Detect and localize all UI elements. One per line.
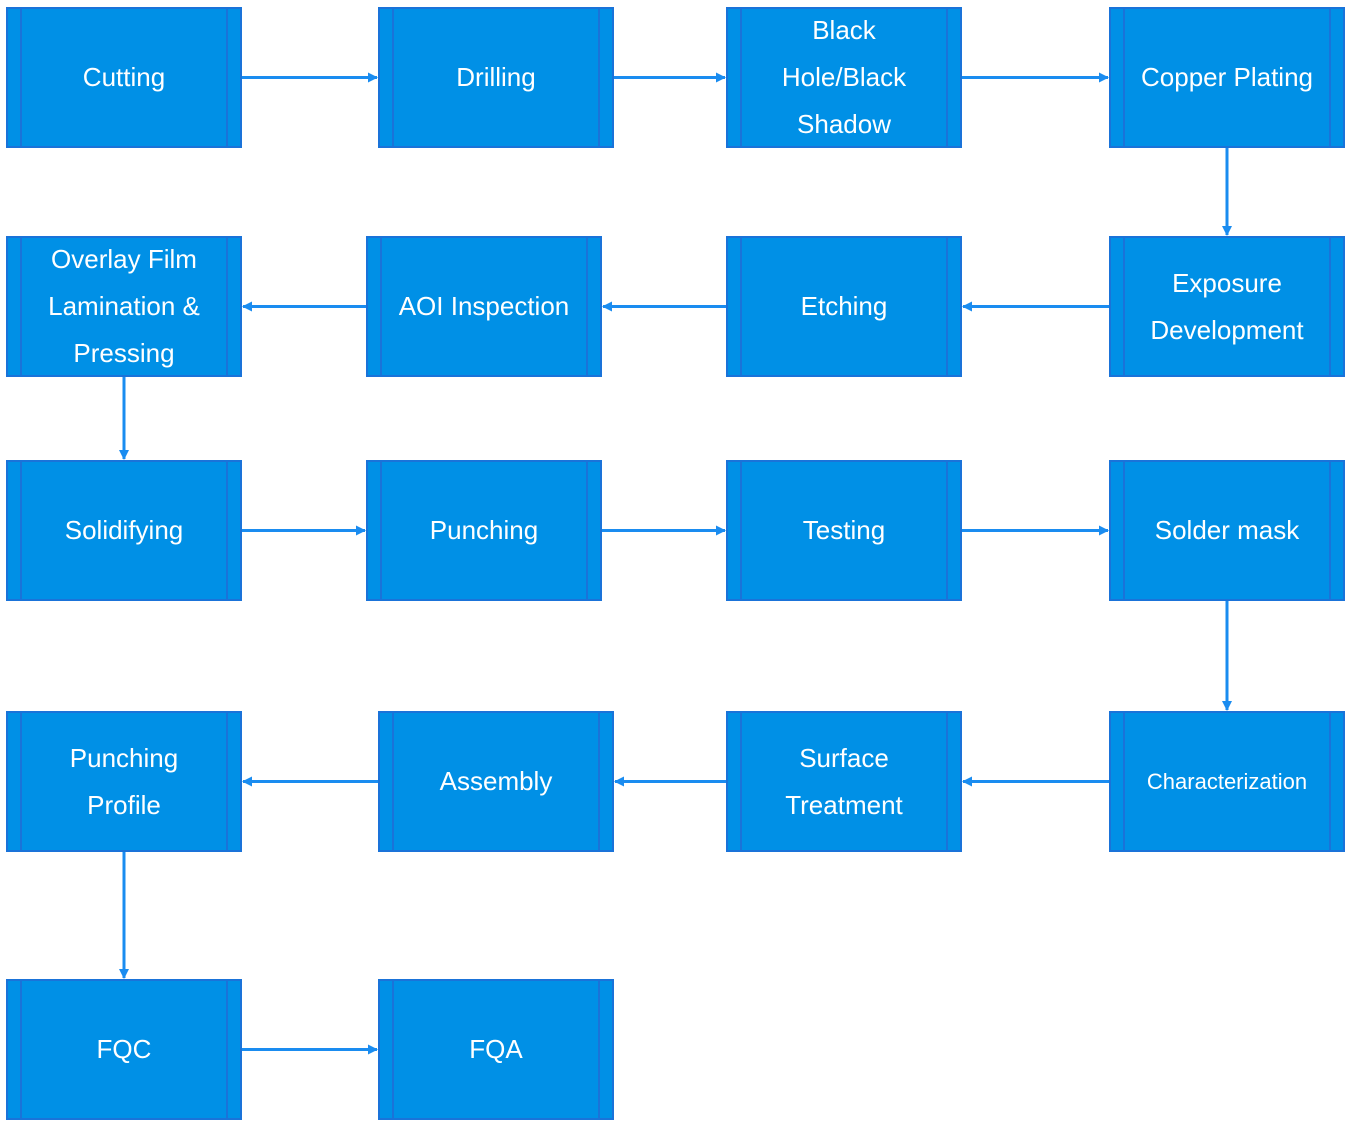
node-exposure-development: Exposure Development [1109, 236, 1345, 377]
node-divider [1329, 9, 1331, 146]
node-divider [20, 238, 22, 375]
node-solidifying: Solidifying [6, 460, 242, 601]
node-divider [380, 238, 382, 375]
node-label: Black Hole/Black Shadow [781, 15, 907, 139]
node-overlay-film-lamination-pressing: Overlay Film Lamination & Pressing [6, 236, 242, 377]
node-label: Testing [802, 515, 886, 545]
node-divider [392, 981, 394, 1118]
node-testing: Testing [726, 460, 962, 601]
node-fqc: FQC [6, 979, 242, 1120]
node-divider [1329, 713, 1331, 850]
node-divider [598, 981, 600, 1118]
node-punching-profile: Punching Profile [6, 711, 242, 852]
node-divider [946, 462, 948, 599]
node-divider [226, 981, 228, 1118]
node-label: Drilling [456, 62, 536, 92]
node-label: Cutting [82, 62, 166, 92]
node-copper-plating: Copper Plating [1109, 7, 1345, 148]
node-label: Copper Plating [1141, 62, 1313, 92]
node-black-hole-black-shadow: Black Hole/Black Shadow [726, 7, 962, 148]
node-divider [946, 9, 948, 146]
node-etching: Etching [726, 236, 962, 377]
node-label: Punching [429, 515, 539, 545]
node-divider [20, 462, 22, 599]
node-aoi-inspection: AOI Inspection [366, 236, 602, 377]
node-label: Etching [800, 291, 888, 321]
node-label: Solder mask [1154, 515, 1300, 545]
node-label: Exposure Development [1150, 267, 1304, 345]
node-divider [1123, 462, 1125, 599]
node-divider [1329, 238, 1331, 375]
node-divider [598, 9, 600, 146]
node-label: Characterization [1146, 769, 1308, 794]
node-divider [392, 713, 394, 850]
node-label: FQA [469, 1034, 523, 1064]
node-assembly: Assembly [378, 711, 614, 852]
node-divider [1329, 462, 1331, 599]
node-label: Assembly [439, 766, 553, 796]
node-divider [1123, 238, 1125, 375]
node-drilling: Drilling [378, 7, 614, 148]
node-divider [20, 713, 22, 850]
node-label: Surface Treatment [785, 742, 903, 820]
node-divider [586, 462, 588, 599]
node-divider [226, 462, 228, 599]
node-divider [20, 9, 22, 146]
node-divider [1123, 9, 1125, 146]
node-label: FQC [96, 1034, 152, 1064]
node-label: Punching Profile [69, 742, 179, 820]
node-punching: Punching [366, 460, 602, 601]
node-solder-mask: Solder mask [1109, 460, 1345, 601]
node-fqa: FQA [378, 979, 614, 1120]
node-divider [946, 713, 948, 850]
node-surface-treatment: Surface Treatment [726, 711, 962, 852]
node-divider [392, 9, 394, 146]
node-divider [380, 462, 382, 599]
node-divider [740, 238, 742, 375]
node-cutting: Cutting [6, 7, 242, 148]
node-divider [226, 9, 228, 146]
node-label: Solidifying [64, 515, 184, 545]
node-divider [598, 713, 600, 850]
node-divider [1123, 713, 1125, 850]
node-label: Overlay Film Lamination & Pressing [48, 244, 200, 368]
node-divider [586, 238, 588, 375]
node-divider [946, 238, 948, 375]
node-divider [740, 462, 742, 599]
node-divider [226, 713, 228, 850]
node-divider [226, 238, 228, 375]
node-divider [740, 713, 742, 850]
node-characterization: Characterization [1109, 711, 1345, 852]
node-label: AOI Inspection [398, 291, 570, 321]
node-divider [740, 9, 742, 146]
node-divider [20, 981, 22, 1118]
